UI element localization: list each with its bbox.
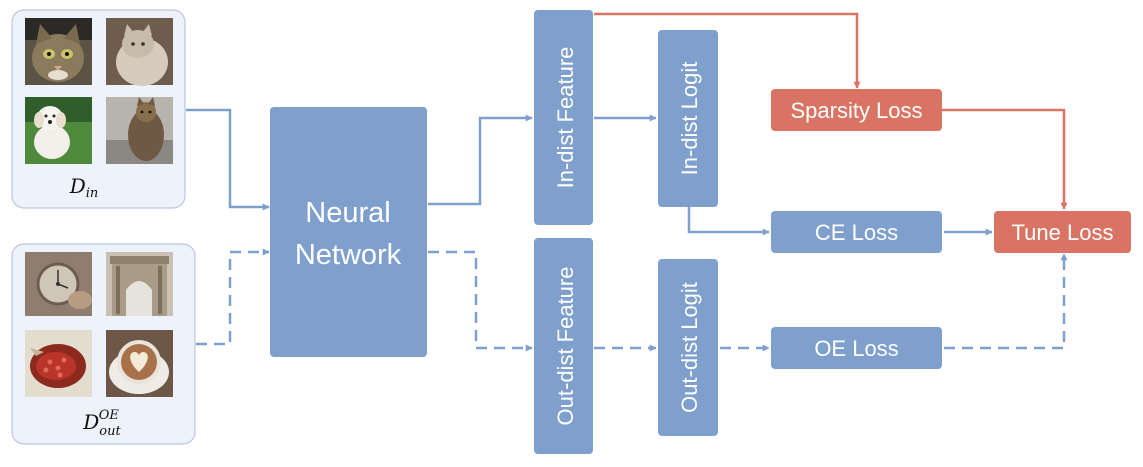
in-dist-logit-label: In-dist Logit [677, 62, 702, 176]
sparsity-loss-label: Sparsity Loss [790, 98, 922, 123]
connectors [186, 12, 1068, 352]
ce-loss-block: CE Loss [771, 211, 942, 253]
white-puppy-photo [25, 97, 92, 164]
yorkshire-terrier-photo [106, 97, 173, 164]
ce-loss-label: CE Loss [815, 220, 898, 245]
oe-loss-label: OE Loss [814, 336, 898, 361]
oe-loss-block: OE Loss [771, 327, 942, 369]
out-dist-logit-block: Out-dist Logit [658, 259, 718, 436]
sparsity-loss-block: Sparsity Loss [771, 89, 942, 131]
arrow-in-feature-to-sparsity-loss [594, 12, 861, 89]
tune-loss-block: Tune Loss [994, 211, 1131, 253]
pomegranate-photo [25, 330, 92, 397]
out-dist-feature-block: Out-dist Feature [534, 238, 593, 454]
arrow-oe-loss-to-tune-loss [944, 253, 1068, 350]
arch-monument-photo [106, 252, 173, 316]
neural-network-block: Neural Network [270, 107, 427, 357]
out-dist-feature-label: Out-dist Feature [553, 267, 578, 426]
out-dist-dataset-label: DoutOE [82, 408, 121, 439]
pocket-watch-photo [25, 252, 92, 316]
in-dist-dataset-label: Din [69, 174, 99, 201]
neural-network-label-line1: Neural [305, 197, 390, 229]
latte-art-photo [106, 330, 173, 397]
arrow-network-to-out-feature [428, 250, 533, 352]
arrow-in-logit-to-ce-loss [687, 207, 770, 236]
arrow-in-data-to-network [186, 108, 270, 211]
arrow-network-to-in-feature [428, 114, 533, 206]
neural-network-label-line2: Network [295, 239, 402, 271]
arrow-out-data-to-network [196, 248, 270, 346]
in-dist-feature-block: In-dist Feature [534, 10, 593, 225]
in-dist-logit-block: In-dist Logit [658, 30, 718, 207]
out-dist-dataset-panel: DoutOE [11, 243, 196, 445]
persian-cat-photo [106, 18, 173, 86]
arrow-sparsity-loss-to-tune-loss [942, 108, 1068, 210]
in-dist-dataset-panel: Din [11, 9, 186, 209]
tune-loss-label: Tune Loss [1012, 220, 1114, 245]
out-dist-logit-label: Out-dist Logit [677, 282, 702, 413]
in-dist-feature-label: In-dist Feature [553, 47, 578, 189]
cat-face-photo [25, 18, 92, 85]
